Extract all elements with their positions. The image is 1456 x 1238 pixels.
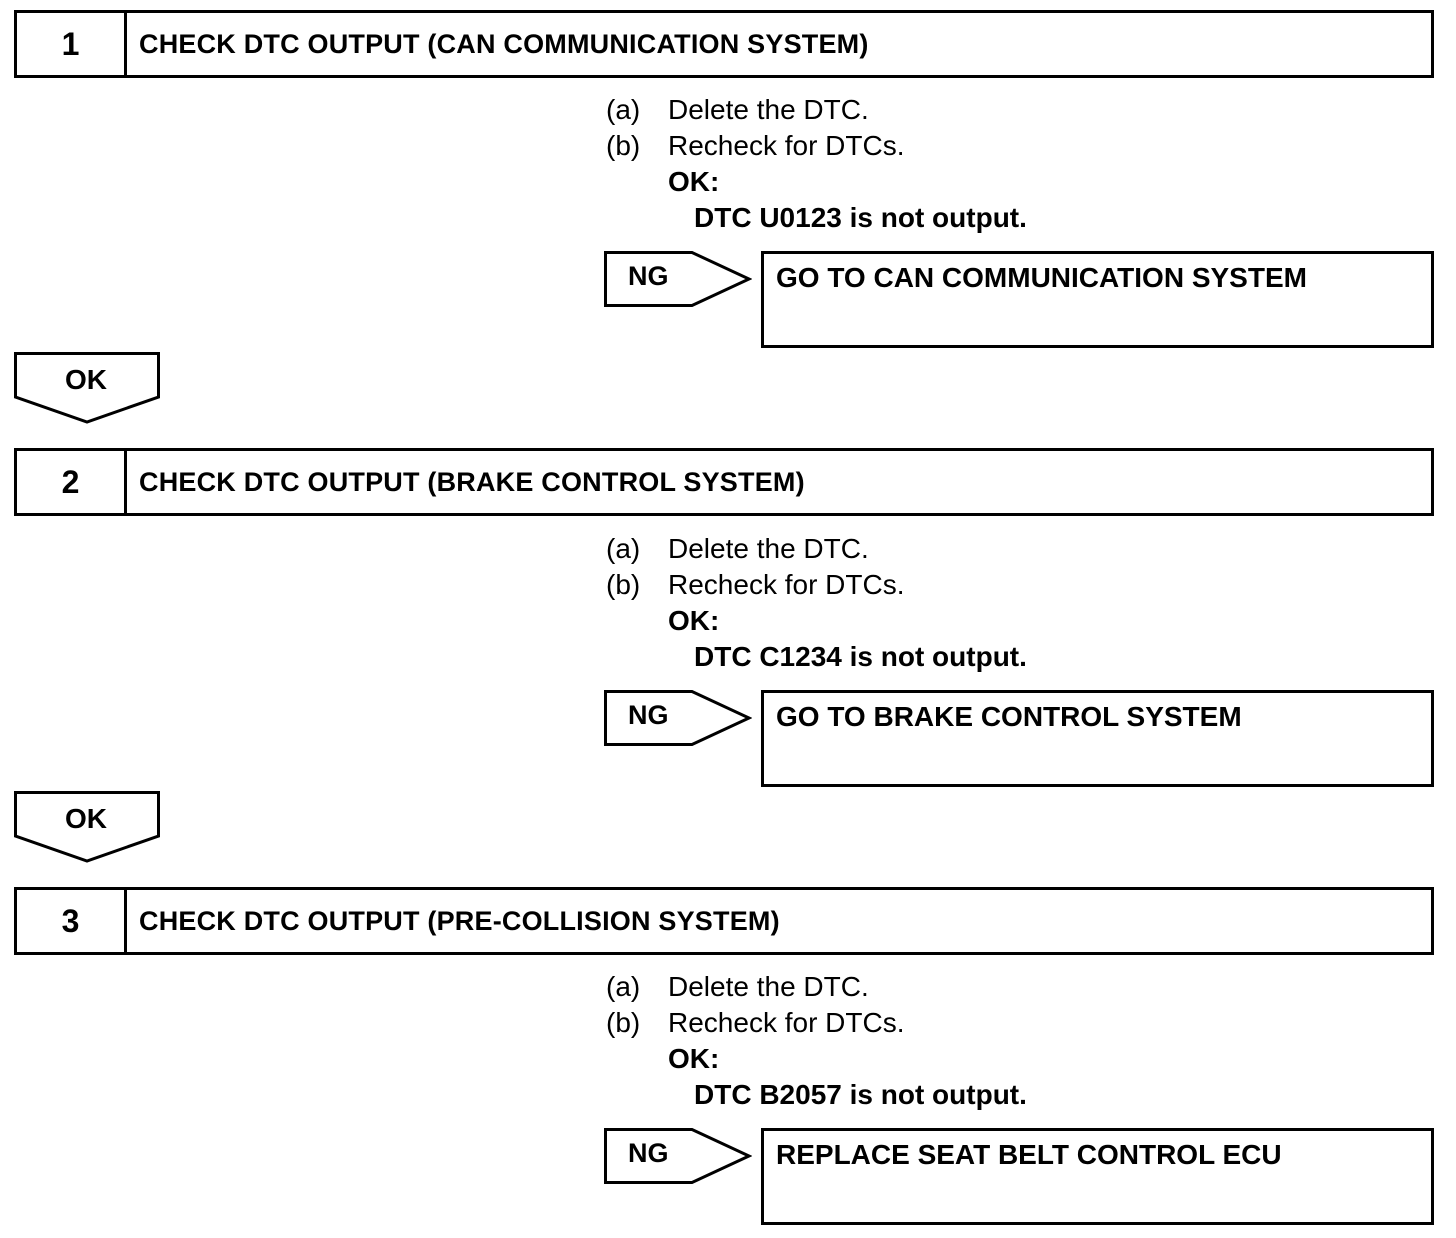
- ng-arrow-shape: [604, 251, 752, 307]
- ng-result-box: REPLACE SEAT BELT CONTROL ECU: [761, 1128, 1434, 1225]
- step-1-instructions: (a) Delete the DTC. (b) Recheck for DTCs…: [606, 92, 1027, 236]
- instruction-tag: (b): [606, 569, 641, 600]
- instruction-text: Delete the DTC.: [668, 971, 869, 1002]
- ng-label: NG: [628, 700, 669, 730]
- ok-label: OK:: [668, 166, 720, 197]
- instruction-tag: (b): [606, 130, 641, 161]
- ng-arrow: NG: [604, 251, 752, 307]
- ok-arrow-label: OK: [65, 364, 107, 395]
- ok-arrow-label: OK: [65, 803, 107, 834]
- ok-label: OK:: [668, 605, 720, 636]
- step-title: CHECK DTC OUTPUT (BRAKE CONTROL SYSTEM): [139, 466, 805, 497]
- ng-label: NG: [628, 1138, 669, 1168]
- ok-condition: DTC B2057 is not output.: [694, 1079, 1027, 1110]
- step-number: 2: [17, 451, 127, 513]
- ok-condition: DTC C1234 is not output.: [694, 641, 1027, 672]
- instruction-item: (a) Delete the DTC.: [606, 531, 1027, 567]
- ok-arrow: OK: [14, 791, 160, 863]
- ok-label: OK:: [668, 1043, 720, 1074]
- step-3-header: 3 CHECK DTC OUTPUT (PRE-COLLISION SYSTEM…: [14, 887, 1434, 955]
- ok-arrow-shape: [14, 791, 160, 863]
- instruction-item: (a) Delete the DTC.: [606, 969, 1027, 1005]
- instruction-tag: (b): [606, 1007, 641, 1038]
- instruction-tag: (a): [606, 971, 641, 1002]
- step-3-instructions: (a) Delete the DTC. (b) Recheck for DTCs…: [606, 969, 1027, 1113]
- instruction-text: Recheck for DTCs.: [668, 569, 905, 600]
- instruction-item: (b) Recheck for DTCs.: [606, 567, 1027, 603]
- instruction-text: Delete the DTC.: [668, 94, 869, 125]
- instruction-item: (b) Recheck for DTCs.: [606, 1005, 1027, 1041]
- instruction-text: Delete the DTC.: [668, 533, 869, 564]
- instruction-text: Recheck for DTCs.: [668, 1007, 905, 1038]
- ok-arrow-shape: [14, 352, 160, 424]
- step-2-instructions: (a) Delete the DTC. (b) Recheck for DTCs…: [606, 531, 1027, 675]
- step-2-header: 2 CHECK DTC OUTPUT (BRAKE CONTROL SYSTEM…: [14, 448, 1434, 516]
- ok-condition: DTC U0123 is not output.: [694, 202, 1027, 233]
- step-number: 1: [17, 13, 127, 75]
- instruction-tag: (a): [606, 94, 641, 125]
- step-title: CHECK DTC OUTPUT (CAN COMMUNICATION SYST…: [139, 28, 869, 59]
- instruction-item: (b) Recheck for DTCs.: [606, 128, 1027, 164]
- step-number: 3: [17, 890, 127, 952]
- ok-arrow: OK: [14, 352, 160, 424]
- ng-result-box: GO TO BRAKE CONTROL SYSTEM: [761, 690, 1434, 787]
- ng-label: NG: [628, 261, 669, 291]
- instruction-item: (a) Delete the DTC.: [606, 92, 1027, 128]
- ng-arrow: NG: [604, 690, 752, 746]
- ng-arrow: NG: [604, 1128, 752, 1184]
- ng-arrow-shape: [604, 690, 752, 746]
- instruction-text: Recheck for DTCs.: [668, 130, 905, 161]
- instruction-tag: (a): [606, 533, 641, 564]
- ng-arrow-shape: [604, 1128, 752, 1184]
- step-1-header: 1 CHECK DTC OUTPUT (CAN COMMUNICATION SY…: [14, 10, 1434, 78]
- ng-result-box: GO TO CAN COMMUNICATION SYSTEM: [761, 251, 1434, 348]
- step-title: CHECK DTC OUTPUT (PRE-COLLISION SYSTEM): [139, 905, 780, 936]
